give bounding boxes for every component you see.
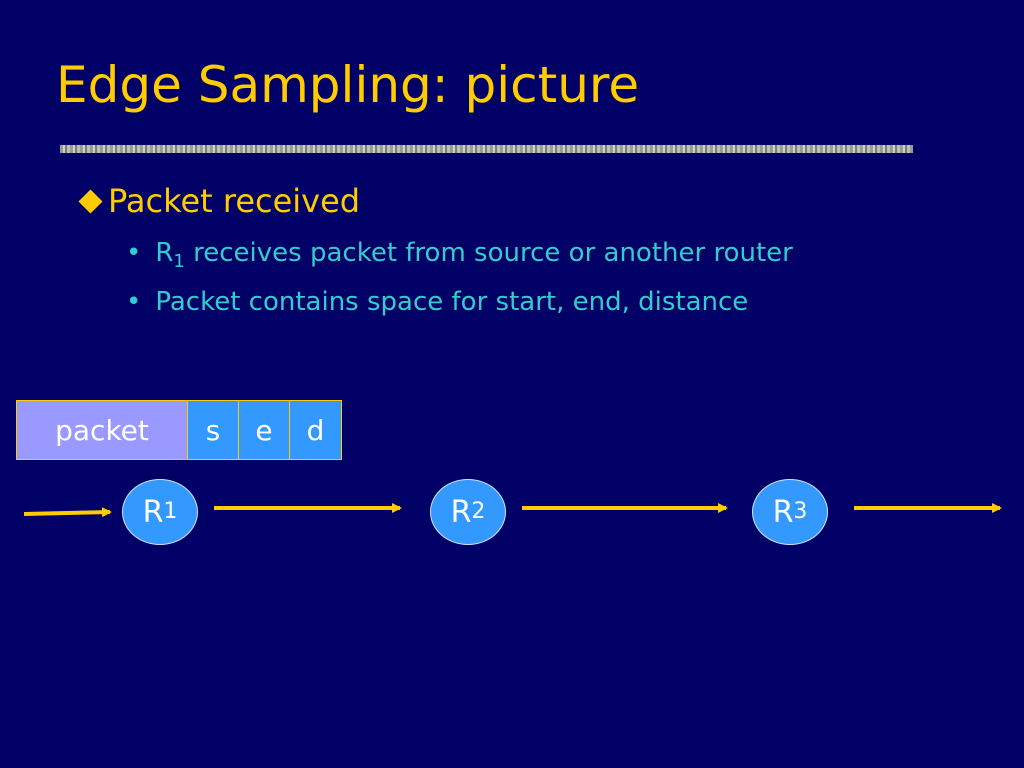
router-path-arrows [23,503,1002,518]
distance-field-cell: d [290,401,341,459]
router-r1-letter: R [142,494,164,530]
bullet-dot-icon: • [126,287,142,317]
start-field-cell: s [188,401,239,459]
sub-bullet-1-prefix: R [155,238,174,268]
bullet-dot-icon: • [126,238,142,268]
diamond-bullet-icon [78,188,103,214]
sub-bullet-1: • R1 receives packet from source or anoth… [126,238,793,272]
router-r3-letter: R [772,494,794,530]
packet-label-cell: packet [17,401,188,459]
main-bullet: Packet received [76,182,360,220]
packet-box: packet s e d [16,400,342,460]
router-r2-letter: R [450,494,472,530]
arrow-into-r1 [23,507,112,518]
slide-title: Edge Sampling: picture [56,56,640,114]
sub-bullet-2-text: Packet contains space for start, end, di… [155,287,749,317]
main-bullet-text: Packet received [108,182,361,220]
title-divider [60,145,913,153]
sub-bullet-1-text: receives packet from source or another r… [193,238,793,268]
sub-bullet-1-subscript: 1 [173,251,185,272]
end-field-cell: e [239,401,290,459]
sub-bullet-2: • Packet contains space for start, end, d… [126,287,748,318]
